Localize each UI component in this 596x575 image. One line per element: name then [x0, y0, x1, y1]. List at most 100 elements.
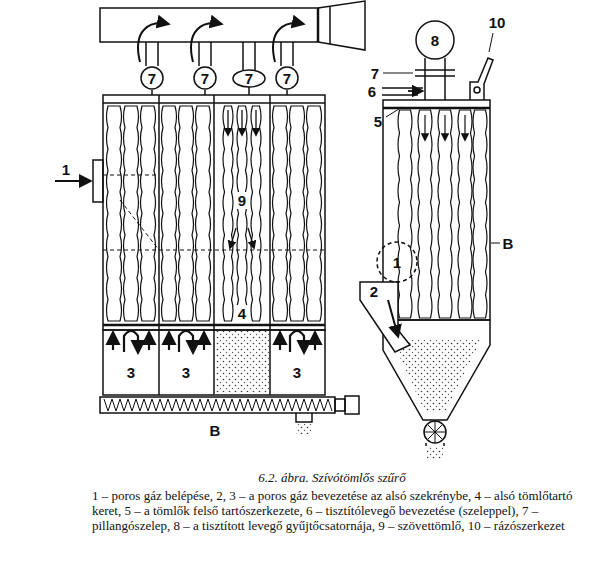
cleaning-arrow	[255, 110, 256, 135]
side-view-housing	[424, 421, 446, 443]
side-view-housing	[383, 100, 490, 459]
gas-flow-arrow	[168, 333, 170, 350]
cleaning-arrow	[444, 115, 445, 140]
screw-conveyor	[104, 399, 332, 411]
fabric-bag	[307, 106, 322, 321]
bag-filter-illustration	[55, 1, 500, 459]
valve-pipe	[145, 42, 147, 66]
valve-pipe	[292, 42, 294, 66]
filter-housing	[158, 95, 160, 395]
node-outline	[233, 70, 265, 87]
clean-air-duct	[329, 6, 331, 44]
collector-stand	[444, 58, 446, 100]
node-outline	[194, 67, 216, 89]
side-view-housing	[383, 100, 490, 320]
cleaning-air-pipe	[382, 87, 423, 89]
screw-conveyor	[296, 424, 312, 434]
fabric-bag	[237, 106, 247, 321]
gas-inlet	[55, 160, 103, 202]
side-view-housing	[392, 340, 481, 412]
valve-pipe	[242, 42, 244, 70]
side-view-housing	[427, 447, 443, 459]
callout-number: 7	[245, 71, 253, 86]
shaker-mechanism	[470, 58, 493, 100]
shaker-mechanism	[470, 58, 493, 100]
fabric-bag	[290, 106, 305, 321]
callout-number: 3	[125, 364, 137, 381]
dimension-label: B	[501, 235, 516, 252]
screw-conveyor	[296, 413, 312, 422]
gas-flow-arrow	[279, 333, 281, 350]
collector-stand	[415, 75, 455, 77]
node-outline	[276, 67, 298, 89]
callout-number: 1	[60, 161, 72, 178]
callout-number: 8	[431, 33, 439, 48]
filter-housing	[103, 250, 325, 251]
side-view-housing	[426, 443, 444, 446]
screw-conveyor	[345, 396, 359, 414]
valve-pipe	[280, 42, 282, 66]
gas-inlet	[55, 180, 90, 182]
cleaning-arrow	[425, 115, 465, 140]
cleaning-arrow	[241, 110, 242, 135]
valve-pipe	[146, 42, 293, 95]
callout-number: 7	[201, 71, 209, 86]
clean-air-duct	[317, 8, 320, 42]
valve-pipe	[248, 86, 250, 95]
valve-pipe	[198, 42, 200, 66]
dust-inlet-chute	[360, 282, 410, 352]
leader-line	[386, 107, 402, 117]
collector-stand	[415, 69, 455, 71]
butterfly-valve: 7	[232, 69, 266, 88]
clean-air-duct	[318, 1, 365, 50]
fabric-bag	[196, 106, 211, 321]
callout-number: 5	[372, 113, 384, 130]
fabric-bag	[251, 106, 261, 321]
gas-inlet-circle: 1	[376, 241, 418, 283]
fabric-bag	[398, 110, 487, 318]
dust-inlet-chute	[388, 300, 398, 336]
cleaning-arrow	[464, 115, 465, 140]
filter-housing	[103, 175, 159, 176]
cleaning-arrow	[228, 110, 256, 248]
lower-box	[103, 330, 325, 395]
node-outline	[141, 67, 163, 89]
filter-housing	[103, 324, 325, 327]
air-flow-arrow	[273, 23, 303, 62]
gas-flow-arrow	[203, 333, 205, 350]
callout-number: 7	[148, 71, 156, 86]
cleaning-arrow	[230, 228, 236, 248]
cleaning-air-pipe	[382, 94, 418, 96]
collector-stand	[415, 58, 455, 100]
fabric-bag	[107, 106, 122, 321]
collector-duct-circle: 8	[415, 20, 455, 60]
dimension-label: B	[208, 422, 223, 439]
valve-pipe	[210, 42, 212, 66]
fabric-bag	[107, 106, 322, 321]
cleaning-arrow	[227, 110, 228, 135]
fabric-bag	[141, 106, 156, 321]
side-view-housing	[424, 421, 446, 443]
gas-flow-arrow	[148, 333, 150, 350]
leader-line	[491, 243, 500, 244]
callout-number: 4	[236, 305, 248, 322]
butterfly-valve: 7	[275, 66, 299, 90]
fabric-bag	[438, 110, 452, 318]
clean-air-duct	[100, 1, 365, 50]
figure-caption: 1 – poros gáz belépése, 2, 3 – a poros g…	[92, 488, 576, 533]
filter-housing	[103, 95, 325, 395]
callout-number: 1	[393, 255, 401, 270]
gas-flow-arrow	[112, 333, 114, 350]
lower-box	[214, 330, 270, 395]
fabric-bag	[418, 110, 432, 318]
butterfly-valve: 7	[140, 66, 164, 90]
screw-conveyor	[335, 399, 345, 411]
cleaning-arrow	[248, 228, 254, 248]
valve-pipe	[157, 42, 159, 66]
valve-pipe	[254, 42, 256, 70]
callout-number: 7	[369, 65, 381, 82]
callout-number: 2	[368, 283, 380, 300]
callout-number: 3	[291, 364, 303, 381]
leader-line	[383, 33, 500, 243]
air-flow-arrow	[138, 23, 303, 62]
